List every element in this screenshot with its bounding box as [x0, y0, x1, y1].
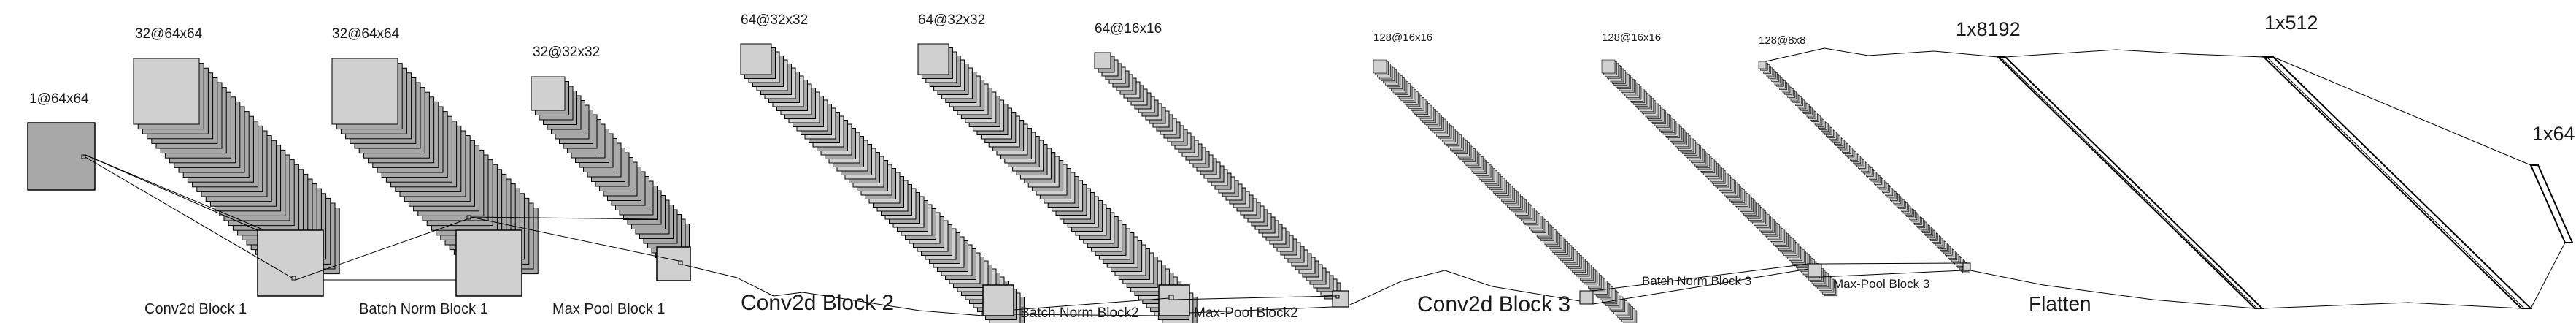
- input-dim-label: 1@64x64: [29, 91, 89, 107]
- pool3-dim-label: 128@8x8: [1759, 34, 1806, 47]
- connection-line: [1400, 270, 1446, 282]
- connection-line: [773, 292, 803, 297]
- connection-line: [470, 216, 679, 262]
- pool1-block-label: Max Pool Block 1: [552, 301, 666, 317]
- input-image: [27, 122, 96, 191]
- pool1-map: [531, 76, 566, 111]
- conv2-dim-label: 64@32x32: [741, 12, 809, 28]
- fc2-vector: [2529, 164, 2574, 243]
- pool1-front-map: [656, 246, 691, 281]
- bn3-stack: [1601, 59, 1838, 297]
- pool2-kernel: [1335, 294, 1340, 299]
- connection-line: [85, 154, 263, 230]
- connection-line: [919, 310, 984, 316]
- conv1-map: [133, 58, 200, 125]
- bn2-dim-label: 64@32x32: [918, 12, 986, 28]
- bn2-kernel: [1168, 294, 1174, 300]
- conv1-front-map: [257, 229, 324, 297]
- connection-line: [1821, 270, 1964, 278]
- connection-line: [2189, 53, 2264, 58]
- connection-line: [295, 218, 468, 281]
- fc2-dim-label: 1x64: [2532, 123, 2575, 145]
- flatten-dim-label: 1x8192: [1956, 18, 2021, 40]
- connection-line: [85, 154, 258, 231]
- connection-line: [1592, 263, 1809, 292]
- bn1-map: [331, 58, 398, 125]
- connection-line: [85, 156, 293, 278]
- connection-line: [1173, 295, 1337, 300]
- conv1-block-label: Conv2d Block 1: [144, 301, 247, 317]
- bn3-map: [1601, 59, 1616, 74]
- fc1-vector: [2261, 56, 2533, 309]
- connection-line: [1492, 286, 1581, 302]
- input-kernel: [81, 154, 86, 159]
- fc1-dim-label: 1x512: [2264, 12, 2318, 34]
- flatten-vector: [1996, 56, 2264, 309]
- connection-line: [1765, 48, 1825, 62]
- connection-line: [2261, 302, 2409, 309]
- bn3-block-label: Batch Norm Block 3: [1642, 274, 1752, 288]
- connection-line: [2005, 49, 2117, 58]
- connection-line: [470, 216, 658, 220]
- pool2-map: [1094, 52, 1111, 69]
- connection-line: [2407, 302, 2522, 309]
- connection-line: [2152, 299, 2256, 309]
- connection-line: [2116, 49, 2190, 55]
- connection-lines: [85, 48, 2566, 316]
- connection-line: [2530, 242, 2566, 309]
- flatten-block-label: Flatten: [2029, 292, 2091, 315]
- pool3-block-label: Max-Pool Block 3: [1833, 277, 1930, 291]
- connection-line: [1970, 270, 2044, 286]
- connection-line: [1824, 48, 1869, 56]
- pool1-kernel: [678, 260, 683, 265]
- connection-line: [1867, 50, 1935, 56]
- bn1-block-label: Batch Norm Block 1: [359, 301, 488, 317]
- flatten-vector-edge: [2000, 56, 2258, 309]
- conv3-block-label: Conv2d Block 3: [1417, 292, 1571, 316]
- bn1-stack: [331, 58, 539, 275]
- pool3-front-map: [1962, 262, 1971, 271]
- bn1-front-map: [455, 229, 522, 297]
- conv3-map: [1373, 59, 1387, 74]
- conv2-front-map: [982, 284, 1014, 316]
- pool1-dim-label: 32@32x32: [533, 45, 601, 60]
- connection-line: [1933, 50, 1999, 58]
- bn2-front-map: [1158, 284, 1190, 316]
- connection-line: [1821, 262, 1964, 265]
- bn3-front-map: [1808, 263, 1822, 278]
- connection-line: [1189, 306, 1333, 314]
- conv1-kernel: [291, 276, 296, 281]
- bn1-dim-label: 32@64x64: [332, 26, 400, 42]
- connection-line: [2043, 284, 2153, 300]
- connection-line: [682, 264, 738, 278]
- bn2-block-label: Batch Norm Block2: [1020, 305, 1139, 321]
- connection-line: [1592, 268, 1809, 305]
- fc1-vector-edge: [2266, 56, 2525, 309]
- pool2-block-label: Max-Pool Block2: [1194, 305, 1298, 321]
- conv3-dim-label: 128@16x16: [1373, 31, 1433, 44]
- connection-line: [736, 277, 774, 297]
- pool2-front-map: [1332, 290, 1349, 308]
- conv2-map: [740, 43, 772, 75]
- bn3-dim-label: 128@16x16: [1602, 31, 1662, 44]
- conv2-block-label: Conv2d Block 2: [741, 291, 895, 315]
- conv1-dim-label: 32@64x64: [135, 26, 203, 42]
- connection-line: [1348, 281, 1402, 306]
- bn2-map: [917, 43, 949, 75]
- connection-line: [802, 292, 920, 311]
- pool2-dim-label: 64@16x16: [1095, 21, 1162, 37]
- connection-line: [1013, 297, 1170, 311]
- connection-line: [2272, 56, 2531, 166]
- pool1-stack: [531, 76, 690, 258]
- pool3-map: [1758, 61, 1767, 69]
- connection-line: [1013, 314, 1160, 316]
- conv3-front-map: [1579, 290, 1594, 305]
- conv3-stack: [1373, 59, 1638, 323]
- connection-line: [1444, 270, 1493, 287]
